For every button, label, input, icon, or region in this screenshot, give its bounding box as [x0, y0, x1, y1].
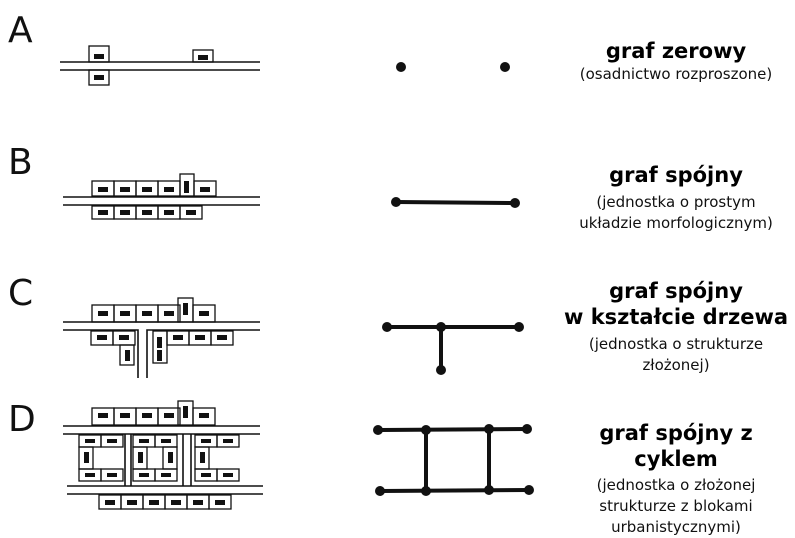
building — [88, 45, 214, 86]
graph-node — [373, 425, 383, 435]
caption-subtitle: (osadnictwo rozproszone) — [579, 65, 773, 83]
graph-edge — [377, 427, 528, 432]
graph-node — [391, 197, 401, 207]
building-marker — [97, 303, 227, 361]
caption-subtitle: urbanistycznymi) — [611, 518, 741, 536]
caption-title: w kształcie drzewa — [563, 305, 789, 329]
graph-c — [382, 322, 524, 375]
graph-b — [391, 197, 520, 208]
building — [91, 173, 217, 220]
caption-title: graf spójny — [609, 163, 743, 187]
graph-node — [484, 424, 494, 434]
caption-title: graf zerowy — [605, 39, 747, 63]
road-line — [146, 329, 260, 378]
caption-subtitle: układzie morfologicznym) — [579, 214, 773, 232]
graph-a — [396, 62, 510, 72]
graph-d — [373, 424, 534, 496]
graph-edge — [395, 200, 516, 205]
settlement-plan-a — [60, 45, 260, 86]
settlement-plan-b — [63, 173, 260, 220]
caption-subtitle: (jednostka o złożonej — [596, 476, 756, 494]
graph-node — [421, 425, 431, 435]
caption-title: graf spójny — [609, 279, 743, 303]
building-marker — [84, 406, 233, 505]
caption-a: graf zerowy (osadnictwo rozproszone) — [560, 38, 792, 85]
graph-node — [382, 322, 392, 332]
graph-node — [484, 485, 494, 495]
building-marker — [98, 181, 210, 215]
caption-subtitle: (jednostka o strukturze — [588, 335, 764, 353]
caption-subtitle: (jednostka o prostym — [596, 193, 756, 211]
graph-node — [436, 322, 446, 332]
caption-d: graf spójny z cyklem (jednostka o złożon… — [560, 420, 792, 538]
caption-c: graf spójny w kształcie drzewa (jednostk… — [560, 278, 792, 376]
building — [78, 400, 240, 510]
settlement-plan-c — [63, 297, 260, 378]
graph-node — [510, 198, 520, 208]
graph-node — [524, 485, 534, 495]
caption-subtitle: strukturze z blokami — [599, 497, 753, 515]
graph-node — [396, 62, 406, 72]
graph-node — [421, 486, 431, 496]
row-label-b: B — [8, 142, 33, 183]
road-line — [63, 329, 139, 378]
graph-node — [514, 322, 524, 332]
graph-node — [522, 424, 532, 434]
graph-node — [500, 62, 510, 72]
graph-node — [375, 486, 385, 496]
caption-title: graf spójny z cyklem — [599, 421, 753, 471]
graph-node — [436, 365, 446, 375]
row-label-d: D — [8, 399, 36, 440]
graph-edge — [379, 488, 530, 493]
caption-subtitle: złożonej) — [642, 356, 710, 374]
row-label-a: A — [8, 10, 33, 51]
settlement-plan-d — [63, 400, 263, 510]
row-label-c: C — [8, 273, 34, 314]
caption-b: graf spójny (jednostka o prostym układzi… — [560, 162, 792, 234]
building-marker — [94, 54, 208, 80]
